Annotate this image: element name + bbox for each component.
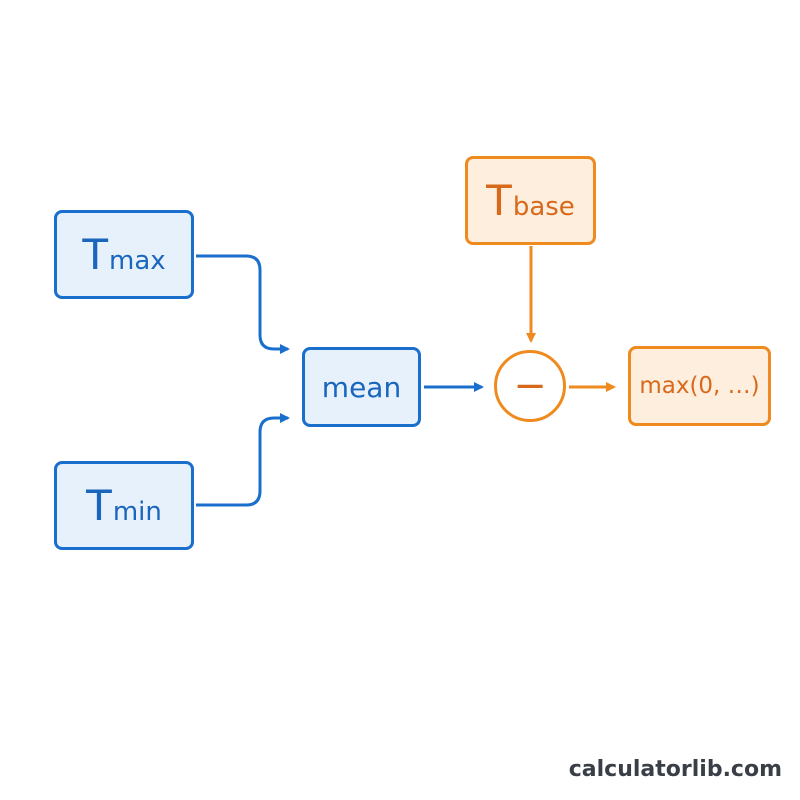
tmax-symbol: T (82, 229, 108, 279)
tbase-subscript: base (512, 191, 575, 222)
arrow-tmin-to-mean (196, 413, 290, 507)
mean-label: mean (321, 370, 402, 404)
arrow-tmax-to-mean (196, 254, 290, 354)
mean-node: mean (302, 347, 421, 427)
tmax-subscript: max (109, 245, 166, 276)
tbase-symbol: T (486, 175, 512, 225)
watermark: calculatorlib.com (568, 757, 782, 782)
tmin-symbol: T (86, 480, 112, 530)
max-clamp-node: max(0, …) (628, 346, 771, 426)
tmin-subscript: min (112, 496, 162, 527)
subtract-operator: − (494, 350, 566, 422)
minus-icon: − (513, 363, 547, 409)
max-clamp-label: max(0, …) (639, 373, 760, 399)
